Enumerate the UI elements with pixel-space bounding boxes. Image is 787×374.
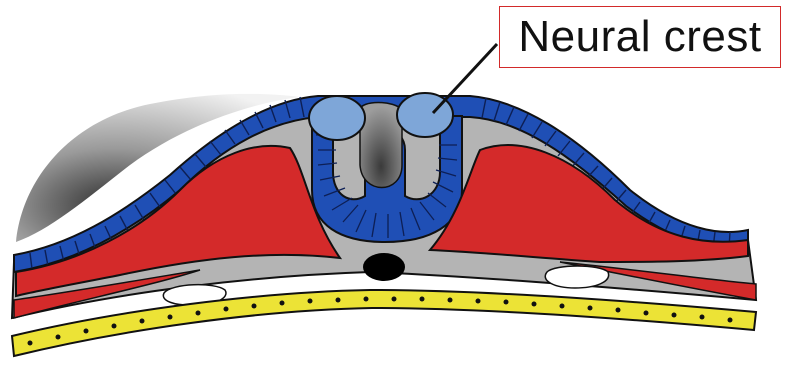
neural-crest-left — [309, 96, 365, 140]
endoderm — [12, 290, 756, 356]
neural-crest-label-text: Neural crest — [518, 12, 761, 62]
neural-tube-lumen — [360, 103, 402, 188]
coelom-right — [545, 266, 608, 288]
notochord — [363, 253, 405, 281]
neural-crest-label: Neural crest — [499, 6, 781, 68]
